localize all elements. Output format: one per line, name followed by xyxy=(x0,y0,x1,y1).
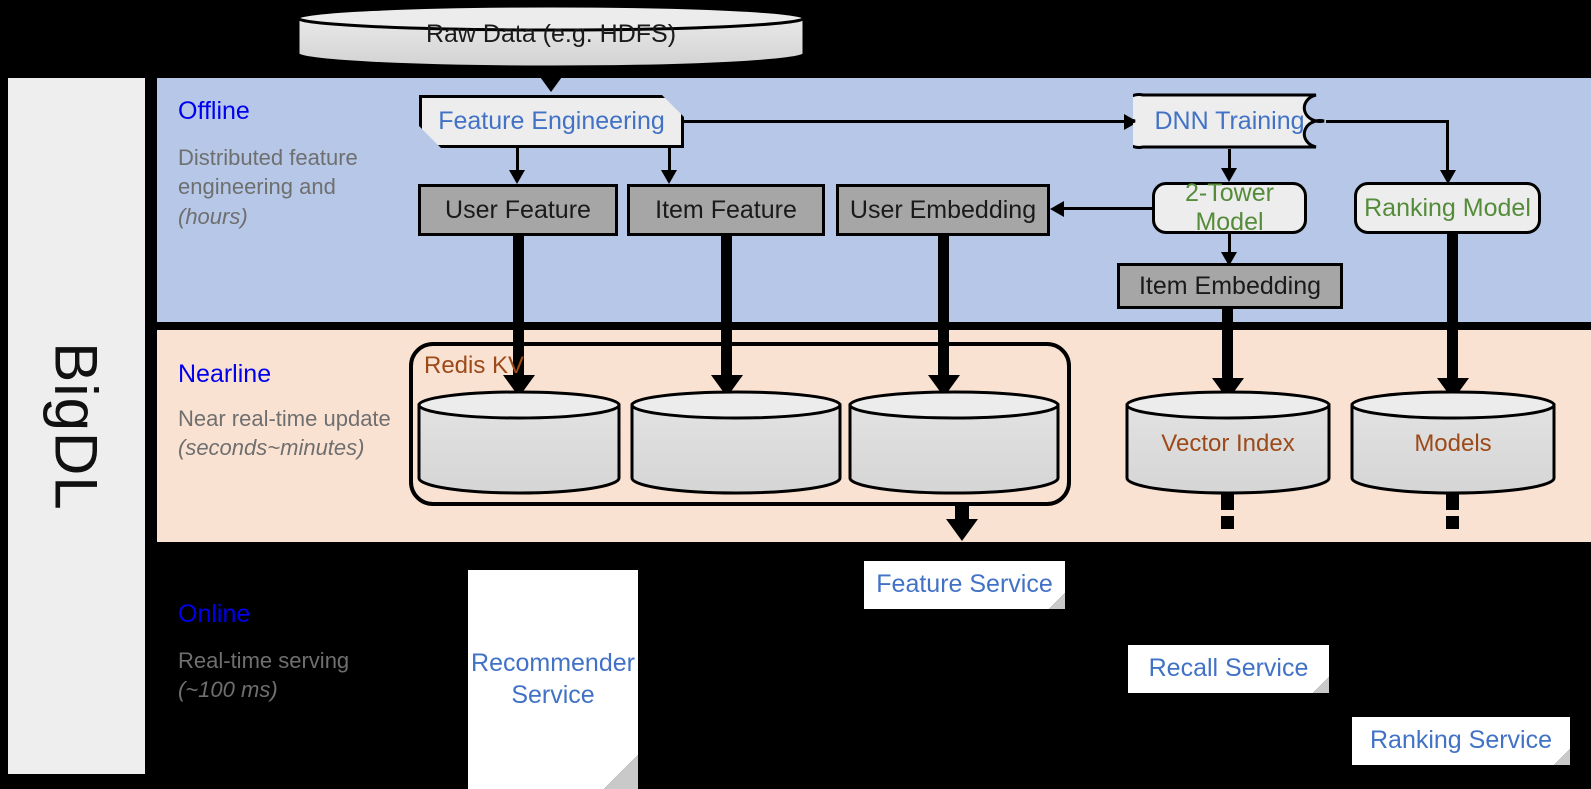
raw-data-label: Raw Data (e.g. HDFS) xyxy=(425,20,677,48)
two-tower-model-label: 2-Tower Model xyxy=(1185,179,1274,236)
arrow-dnn-to-ranking xyxy=(1440,170,1456,184)
user-feature-store-cylinder[interactable] xyxy=(417,390,621,495)
offline-subtitle: Distributed feature engineering and (hou… xyxy=(178,143,393,231)
stub-models-1 xyxy=(1446,493,1459,510)
stub-featureservice xyxy=(955,505,969,519)
arrow-fe-to-userfeature xyxy=(509,170,525,184)
feature-engineering-label: Feature Engineering xyxy=(438,107,665,136)
bigdl-rail: BigDL xyxy=(8,78,145,774)
online-subtitle-text: Real-time serving xyxy=(178,648,350,673)
models-cylinder[interactable]: Models xyxy=(1350,390,1556,495)
item-feature-box[interactable]: Item Feature xyxy=(627,184,825,236)
nearline-subtitle: Near real-time update (seconds~minutes) xyxy=(178,404,413,463)
edge-dnn-to-twotower xyxy=(1228,149,1231,173)
ranking-service-card[interactable]: Ranking Service xyxy=(1352,717,1570,765)
dnn-training-label: DNN Training xyxy=(1154,106,1305,135)
nearline-title: Nearline xyxy=(178,360,272,388)
nearline-subtitle-text: Near real-time update xyxy=(178,406,391,431)
ranking-model-box[interactable]: Ranking Model xyxy=(1354,182,1541,234)
recall-service-label: Recall Service xyxy=(1148,654,1309,683)
arrow-twotower-to-userembedding xyxy=(1050,201,1064,217)
models-label: Models xyxy=(1414,430,1492,457)
online-subtitle: Real-time serving (~100 ms) xyxy=(178,646,393,705)
item-embedding-box[interactable]: Item Embedding xyxy=(1117,263,1343,309)
feature-service-label: Feature Service xyxy=(876,570,1053,599)
vector-index-cylinder[interactable]: Vector Index xyxy=(1125,390,1331,495)
item-feature-label: Item Feature xyxy=(655,195,797,224)
arrow-fe-to-itemfeature xyxy=(661,170,677,184)
user-embedding-box[interactable]: User Embedding xyxy=(836,184,1050,236)
user-feature-box[interactable]: User Feature xyxy=(418,184,618,236)
arrow-store-to-featureservice xyxy=(946,519,978,541)
online-title: Online xyxy=(178,600,251,628)
edge-dnn-to-ranking-h xyxy=(1326,120,1449,123)
redis-kv-label: Redis KV xyxy=(424,352,525,379)
recall-service-dogear xyxy=(1313,677,1329,693)
offline-title: Offline xyxy=(178,97,250,125)
edge-dnn-to-ranking-v xyxy=(1446,120,1449,175)
feature-service-dogear xyxy=(1049,593,1065,609)
recall-service-card[interactable]: Recall Service xyxy=(1128,645,1329,693)
item-embedding-label: Item Embedding xyxy=(1138,271,1322,300)
ranking-service-label: Ranking Service xyxy=(1369,726,1553,755)
ranking-service-dogear xyxy=(1554,749,1570,765)
offline-subtitle-italic: (hours) xyxy=(178,203,248,229)
item-feature-store-cylinder[interactable] xyxy=(630,390,842,495)
vector-index-label: Vector Index xyxy=(1161,430,1295,457)
redis-kv-container xyxy=(409,342,1071,506)
pipe-userfeature-to-store xyxy=(513,236,524,384)
pipe-itemembedding-to-vectorindex xyxy=(1222,309,1233,387)
edge-fe-to-itemfeature xyxy=(668,148,671,176)
dnn-training-box[interactable]: DNN Training xyxy=(1133,93,1326,149)
user-embedding-label: User Embedding xyxy=(849,195,1037,224)
edge-twotower-to-itememb xyxy=(1228,234,1231,258)
edge-twotower-to-userembedding xyxy=(1062,207,1154,210)
pipe-userembedding-to-store xyxy=(938,236,949,384)
pipe-rankingmodel-to-models xyxy=(1447,234,1458,388)
recommender-service-dogear xyxy=(604,755,638,789)
arrow-dnn-to-twotower xyxy=(1221,168,1237,182)
feature-engineering-box[interactable]: Feature Engineering xyxy=(419,95,684,148)
arrow-rawdata-to-fe xyxy=(535,70,567,92)
stub-vectorindex-2 xyxy=(1221,516,1234,529)
raw-data-cylinder: Raw Data (e.g. HDFS) xyxy=(296,4,806,68)
arrow-twotower-to-itememb xyxy=(1221,252,1237,266)
pipe-itemfeature-to-store xyxy=(721,236,732,384)
offline-subtitle-text: Distributed feature engineering and xyxy=(178,145,358,200)
edge-fe-to-userfeature xyxy=(516,148,519,176)
bigdl-text: BigDL xyxy=(43,341,111,511)
stub-vectorindex-1 xyxy=(1221,493,1234,510)
two-tower-model-box[interactable]: 2-Tower Model xyxy=(1152,179,1307,236)
feature-service-card[interactable]: Feature Service xyxy=(864,561,1065,609)
edge-fe-to-dnn xyxy=(684,120,1130,123)
stub-models-2 xyxy=(1446,516,1459,529)
recommender-service-label: Recommender Service xyxy=(471,649,635,709)
nearline-subtitle-italic: (seconds~minutes) xyxy=(178,435,365,461)
ranking-model-label: Ranking Model xyxy=(1364,193,1531,222)
recommender-service-card[interactable]: Recommender Service xyxy=(468,570,638,789)
bigdl-label: BigDL xyxy=(8,78,145,774)
user-feature-label: User Feature xyxy=(445,195,591,224)
online-subtitle-italic: (~100 ms) xyxy=(178,677,278,703)
user-embedding-store-cylinder[interactable] xyxy=(848,390,1060,495)
